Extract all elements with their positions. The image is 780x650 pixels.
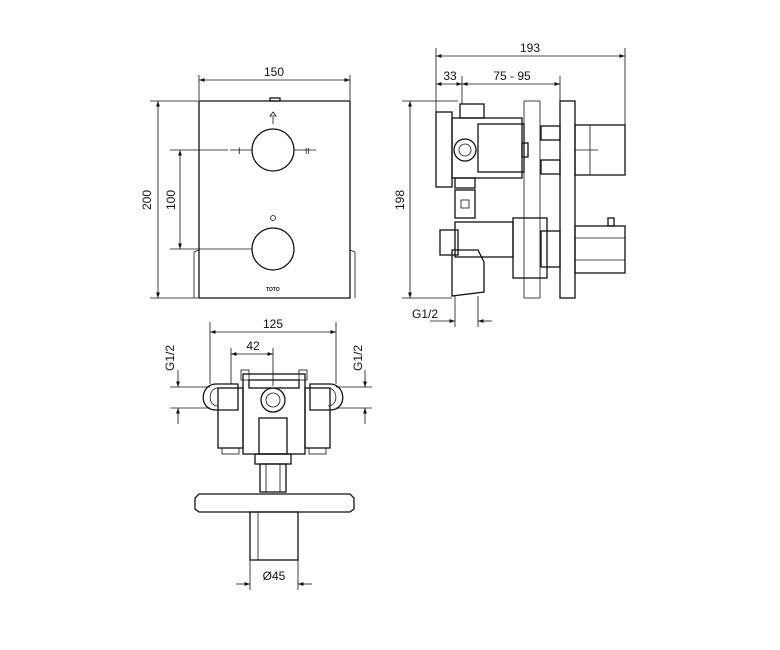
bottom-inlet-right xyxy=(309,383,344,411)
front-plate xyxy=(198,100,351,299)
bottom-inlet-right-inner xyxy=(327,387,337,407)
side-wall-plate xyxy=(559,100,576,299)
brand-mark: TOTO xyxy=(266,287,280,293)
side-inlet-port-inner xyxy=(458,143,472,157)
side-lower-cartridge xyxy=(512,217,548,279)
side-lower-sleeve xyxy=(540,230,561,268)
bottom-view: 125 42 G1/2 G1/2 Ø45 xyxy=(163,317,372,590)
side-lower-handle-tab xyxy=(607,217,615,227)
bottom-central-port xyxy=(260,387,286,413)
upper-knob-indicator xyxy=(269,111,277,117)
dim-label-bottom-width: 125 xyxy=(263,317,283,331)
dial-mark-left: I xyxy=(238,146,241,156)
bottom-stem-nut xyxy=(254,453,292,465)
bottom-cylinder-left-cap xyxy=(221,447,240,455)
dim-label-side-depth: 193 xyxy=(520,41,540,55)
front-top-notch xyxy=(269,97,281,102)
lower-knob-indicator xyxy=(270,215,276,221)
dim-label-front-width: 150 xyxy=(264,65,284,79)
dim-label-knob-spacing: 100 xyxy=(164,190,178,210)
side-cartridge-tab xyxy=(521,142,529,158)
upper-knob xyxy=(251,128,295,172)
dim-label-side-range: 75 - 95 xyxy=(493,69,531,83)
bottom-cylinder-left xyxy=(217,387,244,449)
dim-label-bottom-diameter: Ø45 xyxy=(263,569,286,583)
side-upper-sleeve xyxy=(540,125,561,141)
side-connector xyxy=(454,189,476,219)
bottom-body-ear-left xyxy=(240,369,250,381)
dim-label-side-height: 198 xyxy=(393,190,407,210)
front-view: I II TOTO 150 200 100 xyxy=(140,65,356,299)
side-lower-body xyxy=(454,221,514,258)
bottom-central-port-inner xyxy=(265,392,281,408)
dim-label-thread-left: G1/2 xyxy=(163,345,177,371)
side-lower-port xyxy=(439,229,459,256)
side-valve-cartridge xyxy=(477,123,525,173)
dim-label-bottom-inner: 42 xyxy=(246,339,260,353)
bottom-cylinder-right-cap xyxy=(308,447,327,455)
side-upper-sleeve-b xyxy=(540,159,561,175)
side-connector-square xyxy=(460,199,470,209)
bottom-inlet-left-inner xyxy=(209,387,219,407)
dial-mark-right: II xyxy=(305,147,309,156)
front-plate-lip-edges xyxy=(193,249,356,253)
side-lower-handle xyxy=(574,225,626,274)
dim-label-side-thread: G1/2 xyxy=(412,307,438,321)
side-top-nut xyxy=(459,103,485,119)
bottom-stem xyxy=(258,417,288,455)
side-view: 193 33 75 - 95 198 G1/2 xyxy=(393,41,626,327)
bottom-body-ear-right xyxy=(298,369,308,381)
dim-label-front-height: 200 xyxy=(140,190,154,210)
bottom-central-body xyxy=(242,373,306,455)
lower-knob xyxy=(251,227,295,271)
bottom-handle xyxy=(249,511,299,561)
bottom-cover-plate xyxy=(194,493,355,513)
side-lower-nut xyxy=(454,177,476,189)
bottom-stem-lower xyxy=(259,463,287,493)
bottom-body-top xyxy=(248,379,300,389)
side-outlet-elbow xyxy=(451,249,485,297)
bottom-inlet-left xyxy=(202,383,239,411)
dim-label-side-offset: 33 xyxy=(443,69,457,83)
side-inlet-port xyxy=(453,138,477,162)
bottom-cylinder-right xyxy=(304,387,331,449)
side-valve-body xyxy=(451,117,523,179)
dim-label-thread-right: G1/2 xyxy=(351,345,365,371)
side-inlet-flange xyxy=(435,111,453,188)
